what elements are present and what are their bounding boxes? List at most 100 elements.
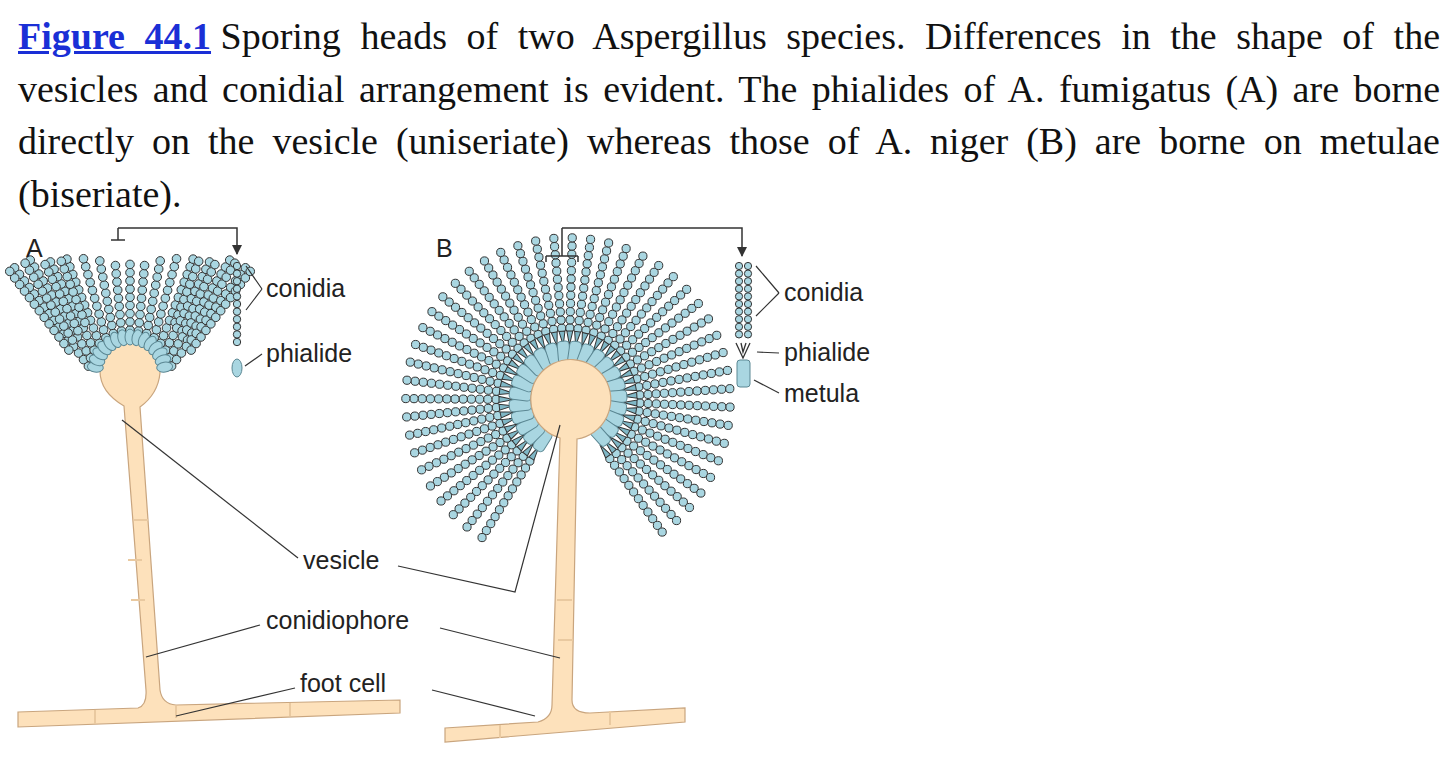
conidium (643, 381, 651, 389)
conidium (557, 316, 565, 324)
conidium (532, 237, 540, 245)
conidium (652, 390, 660, 398)
conidium (744, 270, 751, 277)
conidium (684, 444, 692, 452)
conidium (478, 375, 486, 383)
conidium (726, 385, 734, 393)
conidium (685, 387, 693, 395)
conidium (163, 286, 172, 295)
part-label: conidia (784, 280, 863, 305)
conidium (150, 289, 159, 298)
conidium (703, 353, 711, 361)
conidium (613, 267, 621, 275)
conidium (468, 384, 476, 392)
conidium (651, 380, 659, 388)
conidium (449, 511, 457, 519)
conidium (594, 279, 602, 287)
conidium (556, 308, 564, 316)
conidium (414, 429, 422, 437)
conidium (656, 368, 664, 376)
conidium (584, 252, 592, 260)
conidium (555, 291, 563, 299)
conidium (568, 258, 576, 266)
conidium (533, 245, 541, 253)
conidium (707, 454, 715, 462)
conidium (480, 257, 488, 265)
conidium (233, 331, 240, 338)
conidium (116, 318, 125, 327)
conidium (601, 298, 609, 306)
conidium (411, 340, 419, 348)
conidium (598, 263, 606, 271)
conidium (688, 358, 696, 366)
conidium (708, 419, 716, 427)
conidium (616, 260, 624, 268)
conidium (500, 256, 508, 264)
conidium (709, 386, 717, 394)
conidium (170, 262, 179, 271)
conidium (135, 318, 144, 327)
conidium (720, 439, 728, 447)
conidium (233, 300, 240, 307)
inset-b (735, 262, 751, 387)
conidium (659, 378, 667, 386)
conidium (470, 417, 478, 425)
conidium (712, 437, 720, 445)
conidium (735, 316, 742, 323)
conidium (658, 528, 666, 536)
conidium (147, 305, 156, 314)
conidium (460, 407, 468, 415)
conidium (157, 310, 166, 319)
inset-a (232, 262, 242, 377)
conidium (668, 389, 676, 397)
conidium (446, 368, 454, 376)
caption-text: Sporing heads of two Aspergillus species… (18, 15, 1440, 215)
conidium (111, 261, 120, 270)
conidium (140, 269, 149, 278)
conidium (439, 293, 447, 301)
conidium (672, 363, 680, 371)
conidium (744, 308, 751, 315)
conidium (108, 321, 117, 330)
conidium (735, 323, 742, 330)
part-label: metula (784, 381, 859, 406)
conidium (645, 361, 653, 369)
conidium (449, 435, 457, 443)
conidium (684, 415, 692, 423)
conidium (154, 265, 163, 274)
conidium (79, 254, 88, 263)
conidium (520, 301, 528, 309)
conidium (418, 446, 426, 454)
conidium (592, 286, 600, 294)
conidium (648, 370, 656, 378)
conidium (470, 373, 478, 381)
conidium (567, 267, 575, 275)
conidium (172, 254, 181, 263)
conidium (430, 426, 438, 434)
conidium (97, 265, 106, 274)
phialide (736, 343, 750, 358)
conidium (590, 294, 598, 302)
conidium (486, 377, 494, 385)
conidium (126, 301, 135, 310)
conidium (95, 310, 104, 319)
conidium (419, 343, 427, 351)
conidium (411, 412, 419, 420)
conidium (705, 334, 713, 342)
conidium (497, 248, 505, 256)
conidium (719, 348, 727, 356)
conidium (452, 382, 460, 390)
conidium (651, 410, 659, 418)
conidium (691, 447, 699, 455)
conidium (480, 425, 488, 433)
conidium (462, 419, 470, 427)
conidium (144, 321, 153, 330)
conidium (660, 389, 668, 397)
conidium (578, 292, 586, 300)
conidium (411, 377, 419, 385)
phialide (156, 361, 173, 373)
conidium (711, 351, 719, 359)
conidium (451, 395, 459, 403)
conidium (655, 261, 663, 269)
